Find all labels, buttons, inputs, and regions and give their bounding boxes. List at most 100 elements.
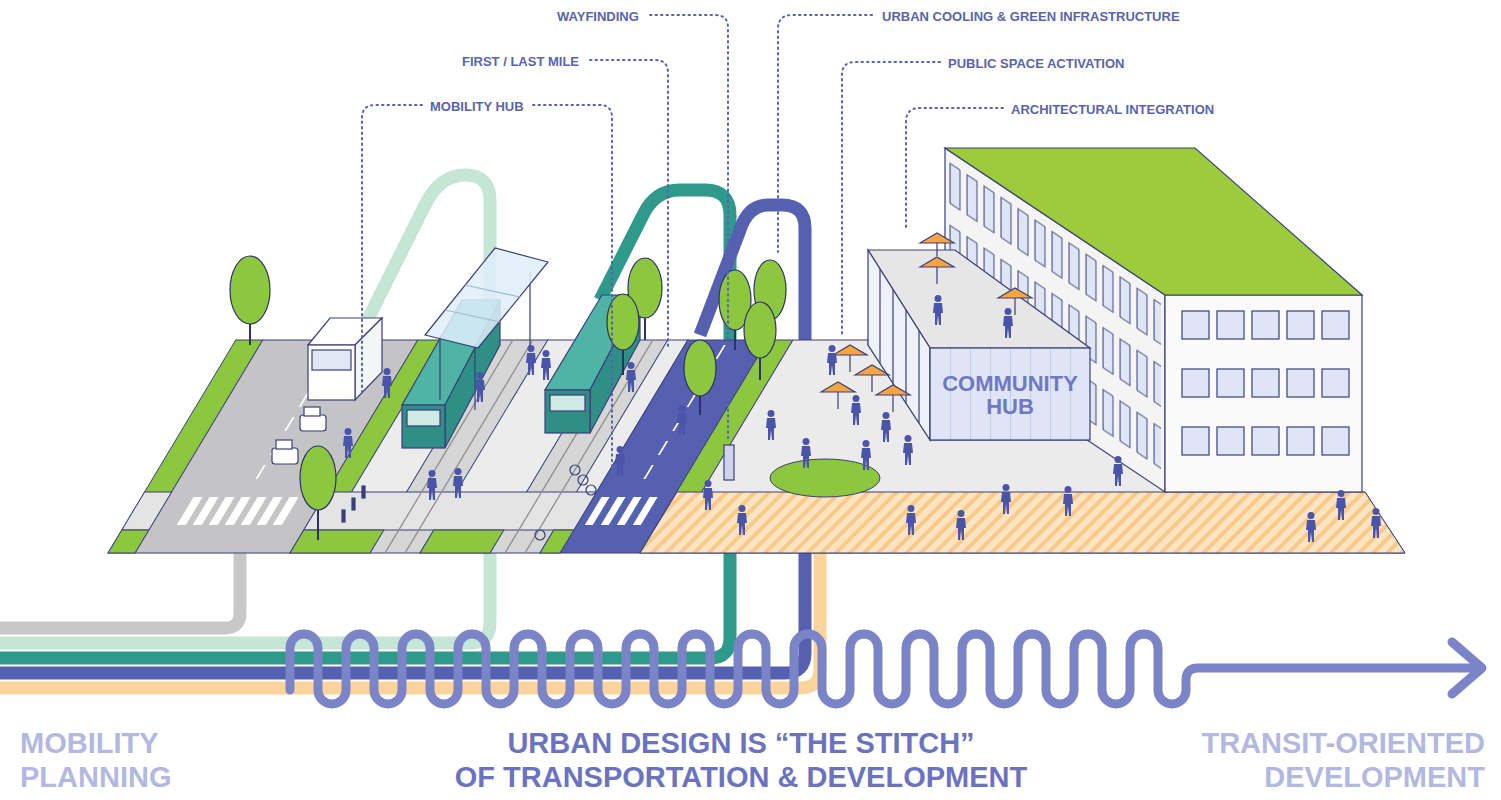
umbrella-part [871,375,872,392]
callout-label: FIRST / LAST MILE [462,54,579,69]
person-part [956,510,966,540]
label-slot: FIRST / LAST MILE [462,52,579,70]
leader-line-part [362,105,422,395]
umbrella-part [833,345,867,355]
street-furniture-part [570,465,580,475]
transit-vehicles-part [545,390,590,433]
person-part [343,428,353,458]
community-podium-part [879,269,880,363]
planning-ribbons-part [0,205,805,673]
person-part [677,405,687,435]
street-ground-part [420,530,504,553]
person-part [382,368,392,398]
label-slot: WAYFINDING [557,7,639,25]
umbrella-part [821,382,855,392]
callout-label: WAYFINDING [557,9,639,24]
transit-shelter-part [465,285,520,297]
person-part [737,505,747,535]
street-furniture-part [362,486,365,498]
umbrella-part [998,288,1032,298]
person-part [475,372,485,402]
leader-line-part [778,15,872,252]
leader-line-part [533,105,612,475]
person-part [626,362,636,392]
umbrella-part [876,385,910,395]
umbrella-part [892,395,893,412]
community-podium-part [918,331,919,423]
street-ground-part [304,492,597,530]
person-part [1113,456,1123,486]
leader-line-part [650,15,728,438]
tree-part [300,446,336,510]
street-furniture-part [342,510,345,522]
street-ground-part [290,530,384,553]
transit-shelter-part [425,248,548,348]
transit-vehicles-part [304,407,320,416]
transit-vehicles-part [407,410,440,426]
transit-shelter-part [474,345,475,410]
umbrella-part [849,355,850,372]
building-part [1165,295,1362,492]
label-slot: URBAN COOLING & GREEN INFRASTRUCTURE [882,7,1180,25]
umbrella-part [837,392,838,409]
label-slot: ARCHITECTURAL INTEGRATION [1011,100,1214,118]
planning-ribbons-part [0,190,730,658]
street-furniture [342,445,734,540]
person-part [453,468,463,498]
plaza-ground-part [640,492,1405,553]
person-part [615,446,625,476]
street-ground-part [177,497,658,525]
street-furniture-part [724,445,734,480]
transit-vehicles-part [550,395,585,411]
planning-ribbons-part [0,175,490,643]
street-furniture-part [578,475,588,485]
tree [230,256,786,540]
leader-line-part [906,108,1003,228]
street-ground-part-part [633,497,658,525]
callout-label: PUBLIC SPACE ACTIVATION [948,56,1124,71]
community-podium [868,250,1090,440]
label-slot: MOBILITY HUB [430,97,524,115]
person-part [766,410,776,440]
transit-vehicles-part [355,318,382,400]
label-slot: TRANSIT-ORIENTED DEVELOPMENT [1185,726,1485,794]
side-heading: MOBILITY PLANNING [20,727,171,793]
person-part [903,435,913,465]
transit-vehicles-part [272,448,298,464]
umbrella-part [936,243,937,256]
street-furniture-part [352,498,355,510]
person-part [1001,484,1011,514]
person-part [703,480,713,510]
building-part [945,148,1362,295]
person-part [933,295,943,325]
label-slot: URBAN DESIGN IS “THE STITCH” OF TRANSPOR… [441,726,1041,794]
building-part [1180,310,1356,480]
community-podium-part [868,250,930,440]
street-ground-part-part [273,497,299,525]
umbrella-part [936,267,937,284]
callout-label: ARCHITECTURAL INTEGRATION [1011,102,1214,117]
transit-shelter-part [445,310,500,322]
label-slot: PUBLIC SPACE ACTIVATION [948,54,1124,72]
leader-line-part [842,62,940,335]
transit-vehicles-part [276,440,292,449]
person-part [827,345,837,375]
person-part [1306,512,1316,542]
transit-shelter-part [439,335,440,400]
person-part [541,350,551,380]
person-part [801,438,811,468]
stitch-line-part [290,634,1478,704]
stitch-statement: URBAN DESIGN IS “THE STITCH” OF TRANSPOR… [455,727,1027,793]
umbrella-part [1014,298,1015,315]
transit-shelter [425,248,548,410]
person-part [1063,486,1073,516]
planning-ribbons [0,175,820,688]
umbrella-part [855,365,889,375]
transit-vehicles-part [590,295,640,433]
umbrella-part [920,233,954,243]
tree-part [744,302,776,358]
leader-line [362,15,1003,475]
street-ground-part [108,530,149,553]
